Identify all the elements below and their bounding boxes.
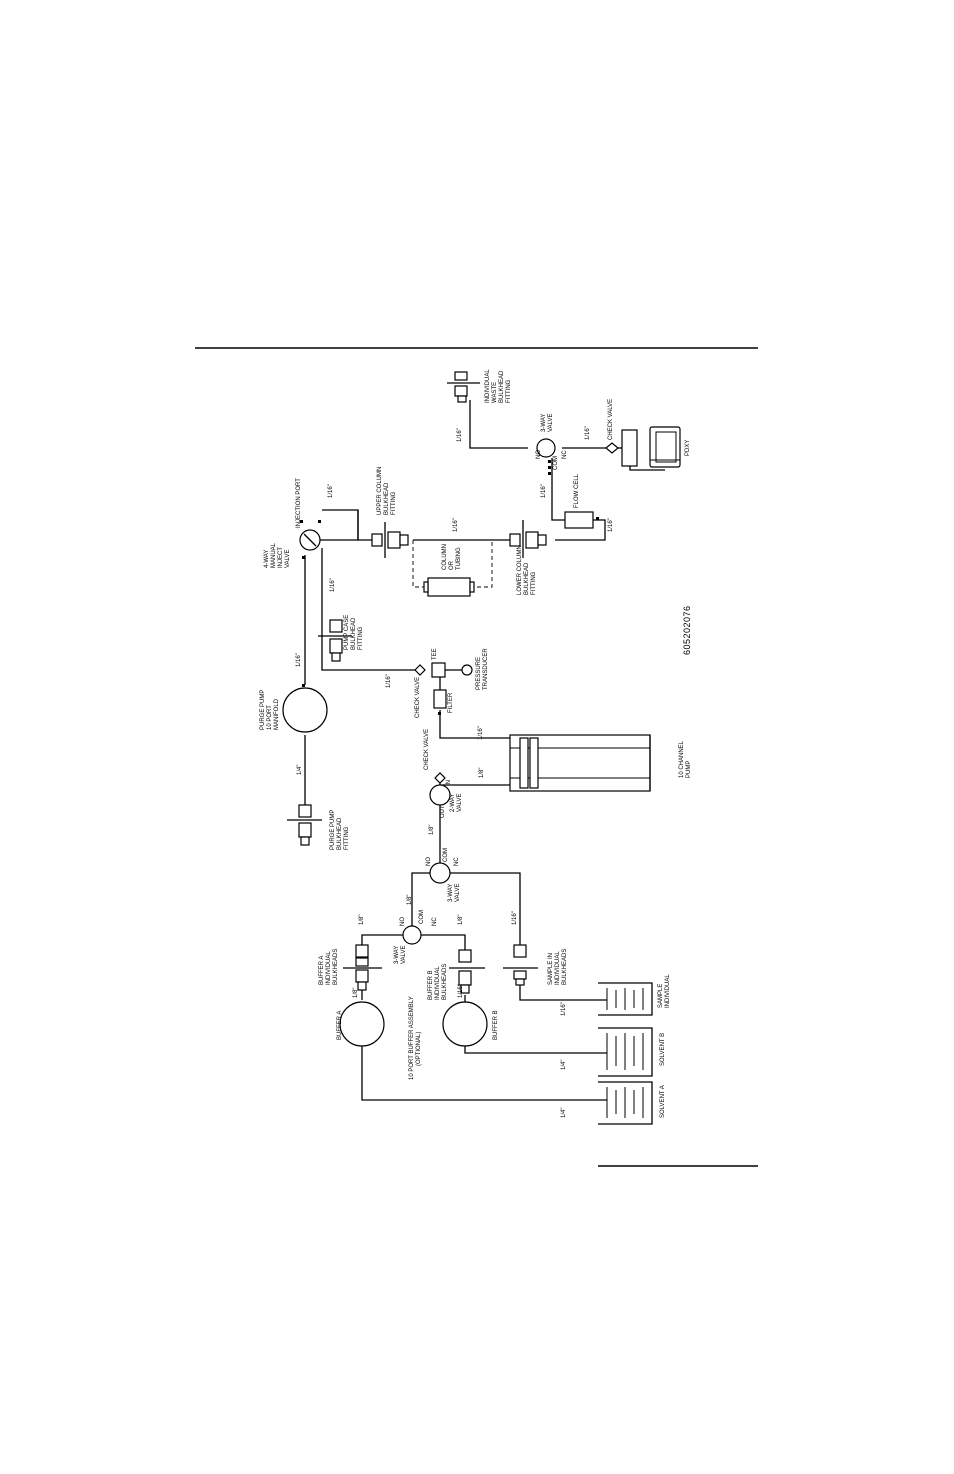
pump-case-bulkhead (318, 619, 352, 662)
buffer-b-vessel (442, 1001, 488, 1047)
label-tee: TEE (432, 648, 438, 660)
solvent-b-reservoir (598, 1027, 653, 1077)
label-sample-in-bulkheads: SAMPLE IN INDIVIDUAL BULKHEADS (548, 949, 568, 985)
column-or-tubing (423, 577, 475, 597)
label-nc-low: NC (432, 917, 438, 926)
check-valve-low-icon (434, 772, 446, 784)
sample-reservoir (598, 982, 653, 1016)
tubing-label: 1/16" (296, 653, 302, 667)
label-out: OUT (440, 805, 446, 818)
pdxy-detector (621, 426, 681, 471)
purge-pump-bulkhead (287, 804, 322, 846)
four-way-injection-valve (299, 520, 321, 551)
buffer-b-bulkhead (449, 949, 485, 994)
ten-channel-pump (509, 734, 651, 792)
tubing-label: 1/8" (359, 915, 365, 925)
flow-cell (564, 511, 594, 529)
tubing-label: 1/16" (608, 518, 614, 532)
label-buffer-a-bulkheads: BUFFER A INDIVIDUAL BULKHEADS (319, 949, 339, 985)
tubing-label: 1/16" (478, 726, 484, 740)
tubing-label: 1/8" (407, 895, 413, 905)
tubing-label: 1/8" (353, 988, 359, 998)
label-pump-case: PUMP CASE BULKHEAD FITTING (344, 613, 364, 650)
label-buffer-a: BUFFER A (337, 1011, 343, 1040)
tubing-label: 1/4" (561, 1108, 567, 1118)
solvent-a-reservoir (598, 1081, 653, 1125)
upper-column-bulkhead (371, 522, 409, 558)
tubing-label: 1/16" (386, 674, 392, 688)
three-way-valve-low (402, 925, 422, 945)
label-3way-low: 3-WAY VALVE (394, 944, 407, 964)
tubing-label: 1/16" (330, 578, 336, 592)
label-no-mid: NO (426, 857, 432, 866)
label-buffer-assembly: 10 PORT BUFFER ASSEMBLY (OPTIONAL) (409, 995, 422, 1080)
label-nc-top: NC (562, 450, 568, 459)
fitting-dots (302, 460, 599, 715)
sample-bulkhead (503, 944, 538, 986)
label-no-top: NO (536, 450, 542, 459)
label-channel-pump: 10 CHANNEL PUMP (679, 740, 692, 778)
tubing-label: 1/16" (561, 1002, 567, 1016)
lower-column-bulkhead (509, 520, 547, 558)
tubing-label: 1/16" (458, 984, 464, 998)
label-upper-column: UPPER COLUMN BULKHEAD FITTING (377, 465, 397, 515)
tubing-label: 1/16" (328, 484, 334, 498)
label-lower-column: LOWER COLUMN BULKHEAD FITTING (517, 544, 537, 595)
check-valve-mid-icon (414, 664, 426, 676)
tubing-label: 1/8" (458, 915, 464, 925)
tubing-size-labels: 1/16" 1/16" 1/16" 1/16" 1/16" 1/16" 1/16… (296, 426, 614, 1118)
filter (433, 689, 447, 709)
label-buffer-b-bulkheads: BUFFER B INDIVIDUAL BULKHEADS (428, 964, 448, 1000)
tubing-label: 1/8" (479, 768, 485, 778)
label-3way-mid: 3-WAY VALVE (448, 882, 461, 902)
waste-bulkhead-fitting (447, 371, 480, 403)
tubing-label: 1/8" (429, 825, 435, 835)
label-pdxy: PDXY (685, 440, 691, 456)
label-injection-port: INJECTION PORT (296, 478, 302, 528)
label-check-valve-low: CHECK VALVE (424, 729, 430, 770)
tubing-label: 1/4" (297, 765, 303, 775)
label-check-valve-mid: CHECK VALVE (415, 677, 421, 718)
label-4way-valve: 4-WAY MANUAL INJECT VALVE (264, 542, 291, 568)
tubing-label: 1/4" (561, 1060, 567, 1070)
label-nc-mid: NC (454, 857, 460, 866)
label-check-valve-top: CHECK VALVE (608, 399, 614, 440)
buffer-a-vessel (339, 1001, 385, 1047)
label-purge-pump-bulkhead: PURGE PUMP BULKHEAD FITTING (330, 808, 350, 850)
tubing-label: 1/16" (453, 518, 459, 532)
tee-fitting (431, 662, 473, 678)
tubing-label: 1/16" (457, 428, 463, 442)
drawing-number: 605202076 (682, 605, 692, 655)
label-filter: FILTER (448, 692, 454, 713)
label-column-or-tubing: COLUMN OR TUBING (442, 542, 462, 570)
buffer-a-bulkhead (343, 944, 382, 991)
label-sample: SAMPLE INDIVIDUAL (658, 974, 671, 1008)
label-com-low: COM (419, 910, 425, 924)
tubing-label: 1/16" (512, 911, 518, 925)
label-com-mid: COM (443, 848, 449, 862)
label-solvent-b: SOLVENT B (660, 1033, 666, 1066)
tubing-label: 1/16" (585, 426, 591, 440)
label-3way-top: 3-WAY VALVE (541, 412, 554, 432)
two-way-valve (429, 784, 451, 806)
label-individual-waste: INDIVIDUAL WASTE BULKHEAD FITTING (485, 368, 512, 403)
purge-pump-manifold (282, 687, 328, 733)
three-way-valve-top (536, 438, 556, 458)
label-purge-pump: PURGE PUMP 10 PORT MANIFOLD (260, 688, 280, 730)
three-way-valve-mid (429, 862, 451, 884)
label-com-top: COM (553, 456, 559, 470)
label-pressure-transducer: PRESSURE TRANSDUCER (476, 648, 489, 690)
label-buffer-b: BUFFER B (493, 1010, 499, 1040)
label-no-low: NO (400, 917, 406, 926)
tubing-label: 1/16" (541, 484, 547, 498)
label-solvent-a: SOLVENT A (660, 1085, 666, 1118)
label-flow-cell: FLOW CELL (574, 473, 580, 508)
label-2way-valve: 2-WAY VALVE (450, 792, 463, 812)
label-in: IN (446, 780, 452, 786)
